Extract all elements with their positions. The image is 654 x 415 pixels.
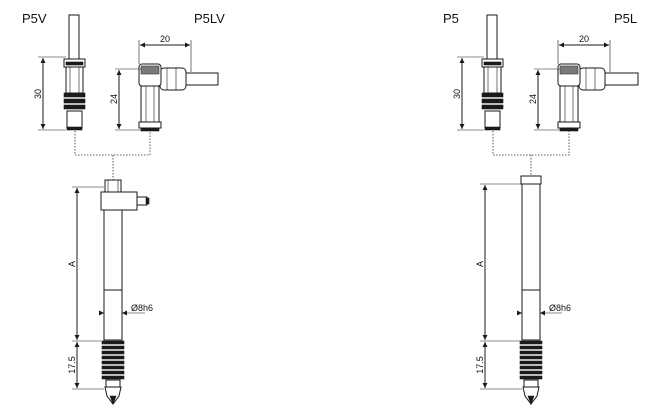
- left-connector-link: [74, 131, 151, 156]
- right-assembly: P5 P5L 30: [443, 11, 639, 405]
- left-bellows-tip: [101, 340, 125, 405]
- p5l-angled-connector: [557, 63, 639, 132]
- left-length-dimensions: A 17.5: [67, 186, 104, 390]
- right-probe-body: Ø8h6: [517, 175, 571, 341]
- dim-width-20-left: 20: [160, 34, 170, 44]
- right-length-dimensions: A 17.5: [475, 183, 522, 390]
- left-probe-body: Ø8h6: [99, 179, 153, 341]
- dim-diameter-right: Ø8h6: [549, 303, 571, 313]
- p5v-height-dimension: 30: [33, 56, 66, 131]
- dim-height-30-right: 30: [452, 89, 462, 99]
- label-p5: P5: [443, 11, 459, 26]
- right-bellows-tip: [519, 340, 543, 405]
- dim-height-24-left: 24: [109, 94, 119, 104]
- right-connector-link: [492, 131, 570, 156]
- label-p5v: P5V: [22, 11, 47, 26]
- dim-length-a-right: A: [475, 261, 485, 267]
- dim-tip-length-left: 17.5: [67, 356, 77, 374]
- dim-height-24-right: 24: [528, 94, 538, 104]
- p5lv-width-dimension: 20: [138, 34, 192, 72]
- label-p5l: P5L: [614, 11, 637, 26]
- dim-width-20-right: 20: [579, 34, 589, 44]
- left-assembly: P5V P5LV 30: [22, 11, 225, 405]
- p5-straight-connector: [481, 14, 504, 131]
- p5lv-height-dimension: 24: [109, 68, 141, 131]
- dim-tip-length-right: 17.5: [475, 356, 485, 374]
- p5-height-dimension: 30: [452, 56, 484, 131]
- dim-diameter-left: Ø8h6: [131, 303, 153, 313]
- p5l-width-dimension: 20: [557, 34, 611, 72]
- label-p5lv: P5LV: [194, 11, 225, 26]
- p5l-height-dimension: 24: [528, 68, 560, 131]
- dim-length-a-left: A: [67, 261, 77, 267]
- p5v-straight-connector: [63, 14, 86, 131]
- p5lv-angled-connector: [138, 63, 219, 132]
- dim-height-30-left: 30: [33, 89, 43, 99]
